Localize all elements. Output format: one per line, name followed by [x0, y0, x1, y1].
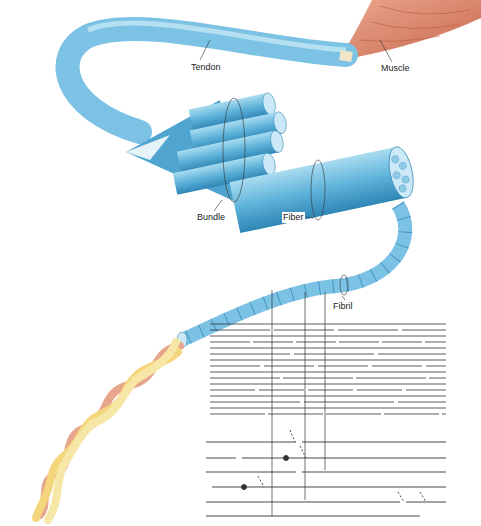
fiber-ring — [311, 160, 325, 220]
part-label: Bundle — [196, 212, 226, 223]
leader-lines — [200, 40, 392, 300]
collagen-helix — [36, 342, 180, 520]
muscle — [344, 0, 481, 58]
bundle-ring — [223, 98, 245, 202]
fiber-cylinder — [229, 145, 417, 233]
molecule-stagger — [206, 430, 446, 516]
part-label: Fiber — [282, 212, 305, 223]
striation-lines — [210, 324, 446, 414]
guide-lines — [272, 290, 325, 516]
part-label: Tendon — [190, 62, 222, 73]
fibril — [182, 205, 405, 340]
fibril-ring — [340, 275, 348, 295]
part-label: Muscle — [380, 63, 411, 74]
part-label: Fibril — [332, 301, 354, 312]
